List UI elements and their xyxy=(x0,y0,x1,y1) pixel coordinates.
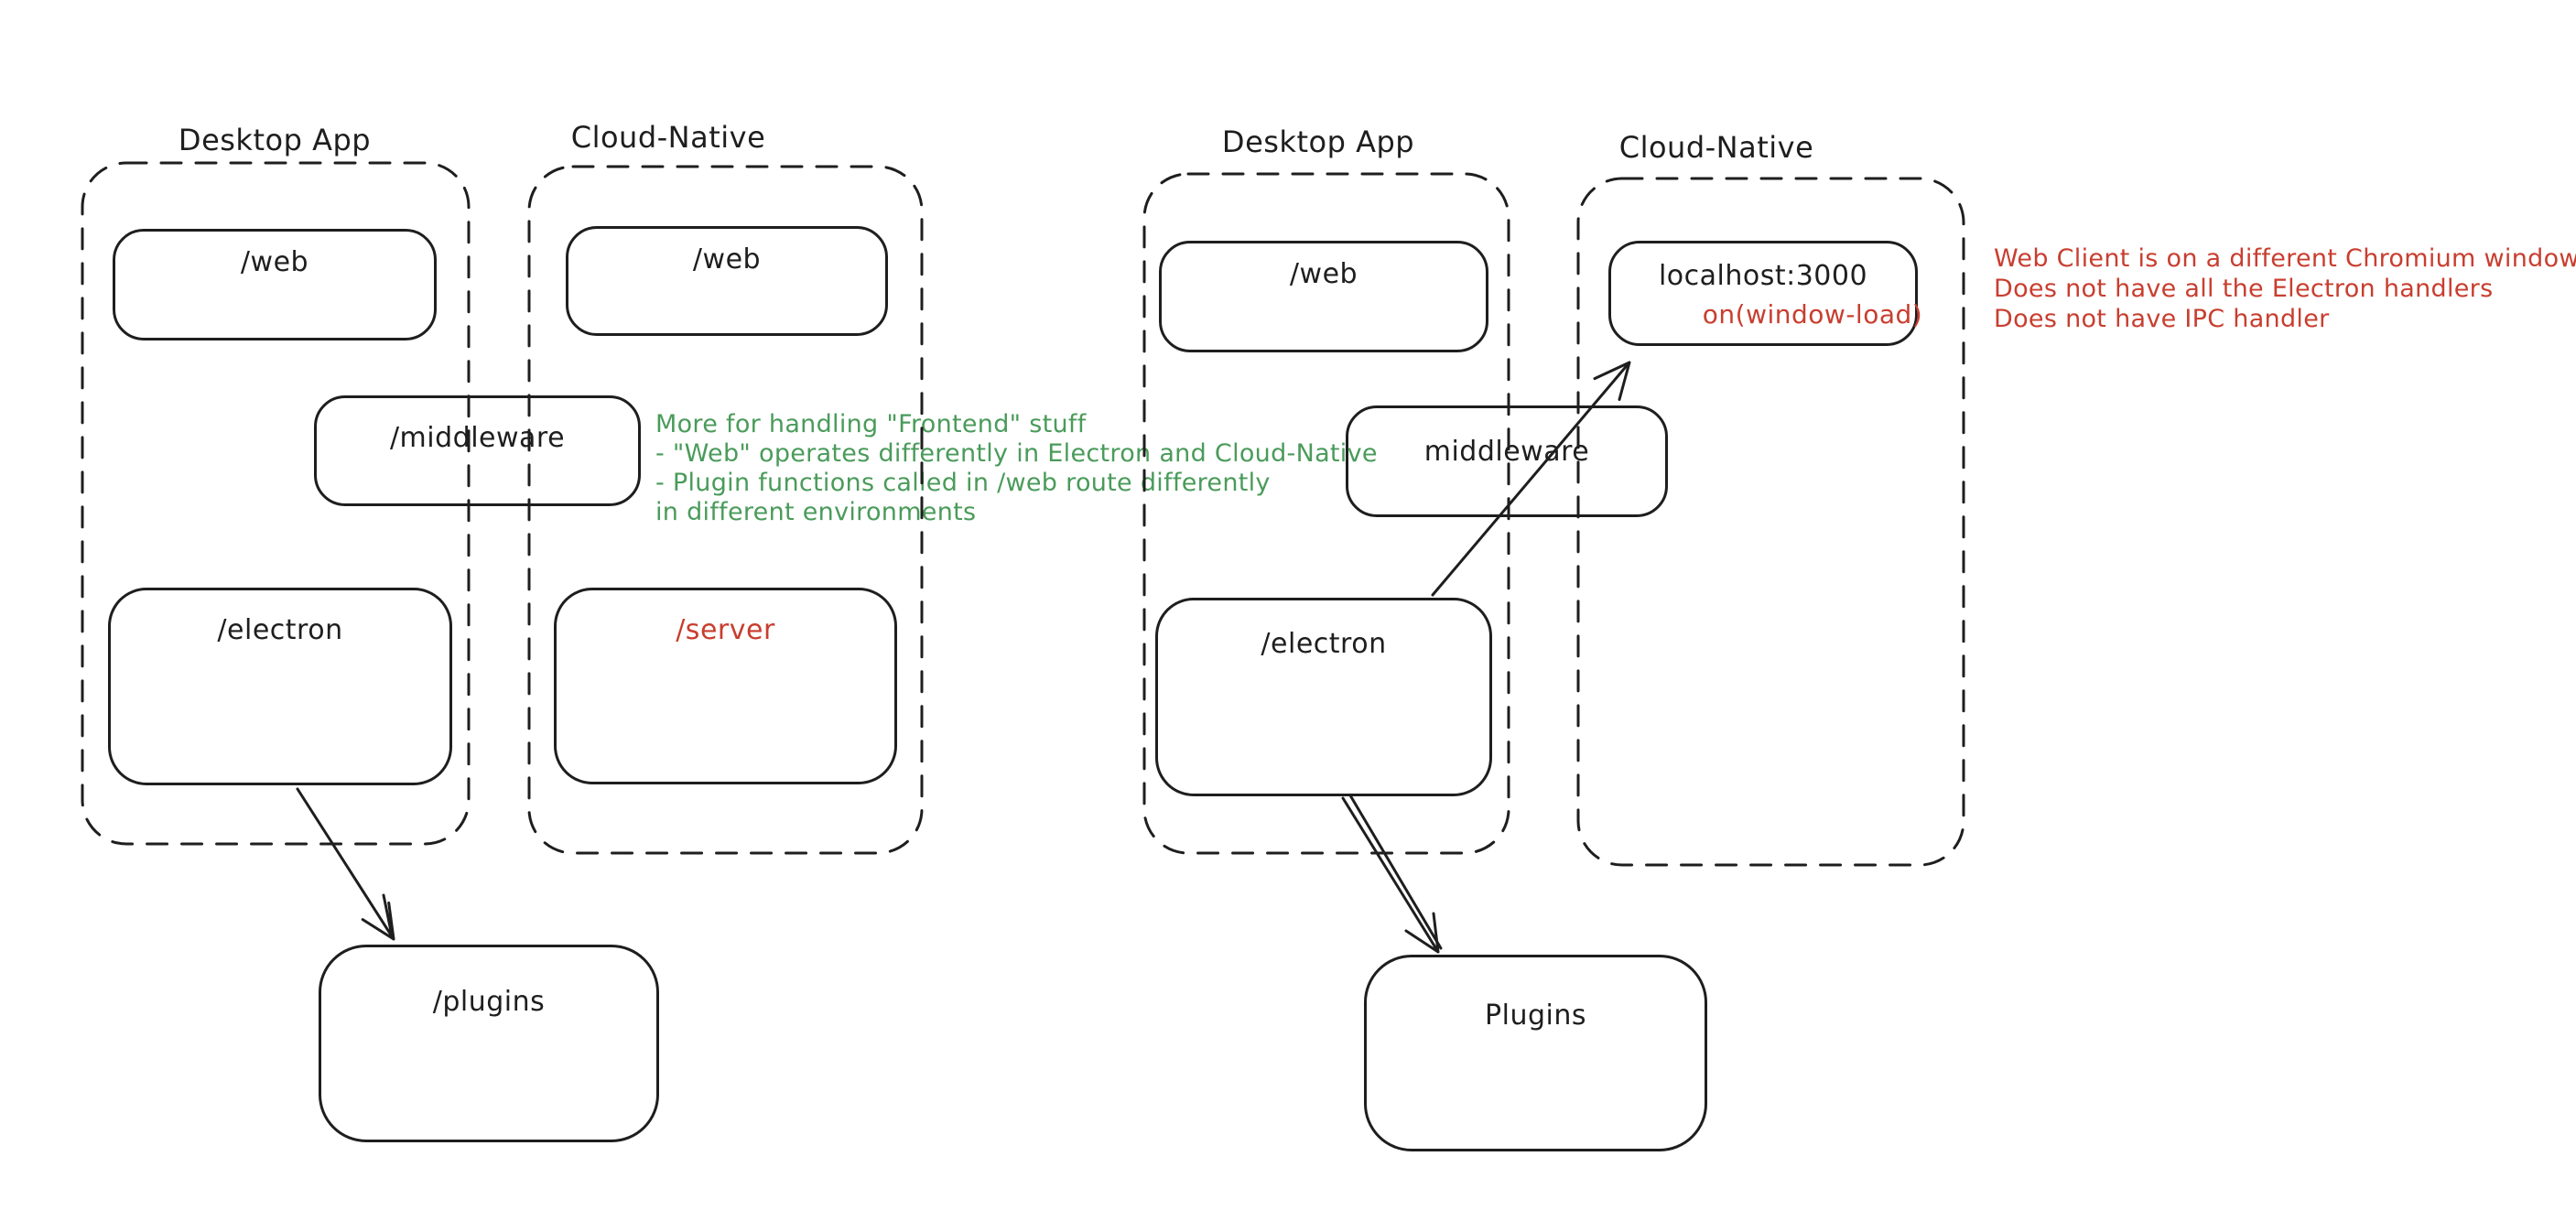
node-middleware-left: /middleware xyxy=(314,395,641,506)
group-label-desktop-right: Desktop App xyxy=(1221,124,1415,159)
node-label: /server xyxy=(676,614,775,646)
red-annotation-line: Does not have all the Electron handlers xyxy=(1994,275,2494,303)
node-web-desktop-left: /web xyxy=(113,229,437,340)
window-load-label: on(window-load) xyxy=(1702,299,1923,330)
node-label: localhost:3000 xyxy=(1658,260,1868,292)
node-plugins-left: /plugins xyxy=(319,945,659,1142)
green-annotation-line: - Plugin functions called in /web route … xyxy=(655,469,1271,497)
red-annotation-line: Does not have IPC handler xyxy=(1994,305,2330,333)
green-annotation-line: in different environments xyxy=(655,498,977,526)
group-label-desktop-left: Desktop App xyxy=(178,123,372,157)
green-annotation: More for handling "Frontend" stuff - "We… xyxy=(655,410,1378,527)
red-annotation: Web Client is on a different Chromium wi… xyxy=(1994,243,2576,334)
node-label: /middleware xyxy=(389,422,566,454)
node-plugins-right: Plugins xyxy=(1364,955,1707,1151)
node-label: /electron xyxy=(217,614,343,646)
node-middleware-right: middleware xyxy=(1346,405,1668,517)
node-label: /plugins xyxy=(432,986,546,1018)
red-annotation-line: Web Client is on a different Chromium wi… xyxy=(1994,244,2576,273)
node-label: /web xyxy=(240,246,309,278)
node-server-left: /server xyxy=(554,588,897,784)
node-label: Plugins xyxy=(1485,1000,1586,1032)
node-electron-right: /electron xyxy=(1155,598,1492,796)
node-web-desktop-right: /web xyxy=(1159,241,1488,352)
arrow-electron-to-plugins-right xyxy=(1341,794,1443,954)
arrow-electron-to-plugins-left xyxy=(296,787,395,941)
node-label: /web xyxy=(692,243,762,276)
green-annotation-line: - "Web" operates differently in Electron… xyxy=(655,439,1378,468)
node-web-cloud-left: /web xyxy=(566,226,888,336)
group-label-cloud-right: Cloud-Native xyxy=(1618,130,1814,165)
node-label: /web xyxy=(1289,258,1358,290)
node-localhost-3000: localhost:3000 on(window-load) xyxy=(1608,241,1922,346)
group-label-cloud-left: Cloud-Native xyxy=(570,120,766,155)
green-annotation-line: More for handling "Frontend" stuff xyxy=(655,410,1087,438)
node-label: /electron xyxy=(1261,628,1387,660)
node-electron-left: /electron xyxy=(108,588,452,785)
node-label: middleware xyxy=(1423,436,1590,468)
